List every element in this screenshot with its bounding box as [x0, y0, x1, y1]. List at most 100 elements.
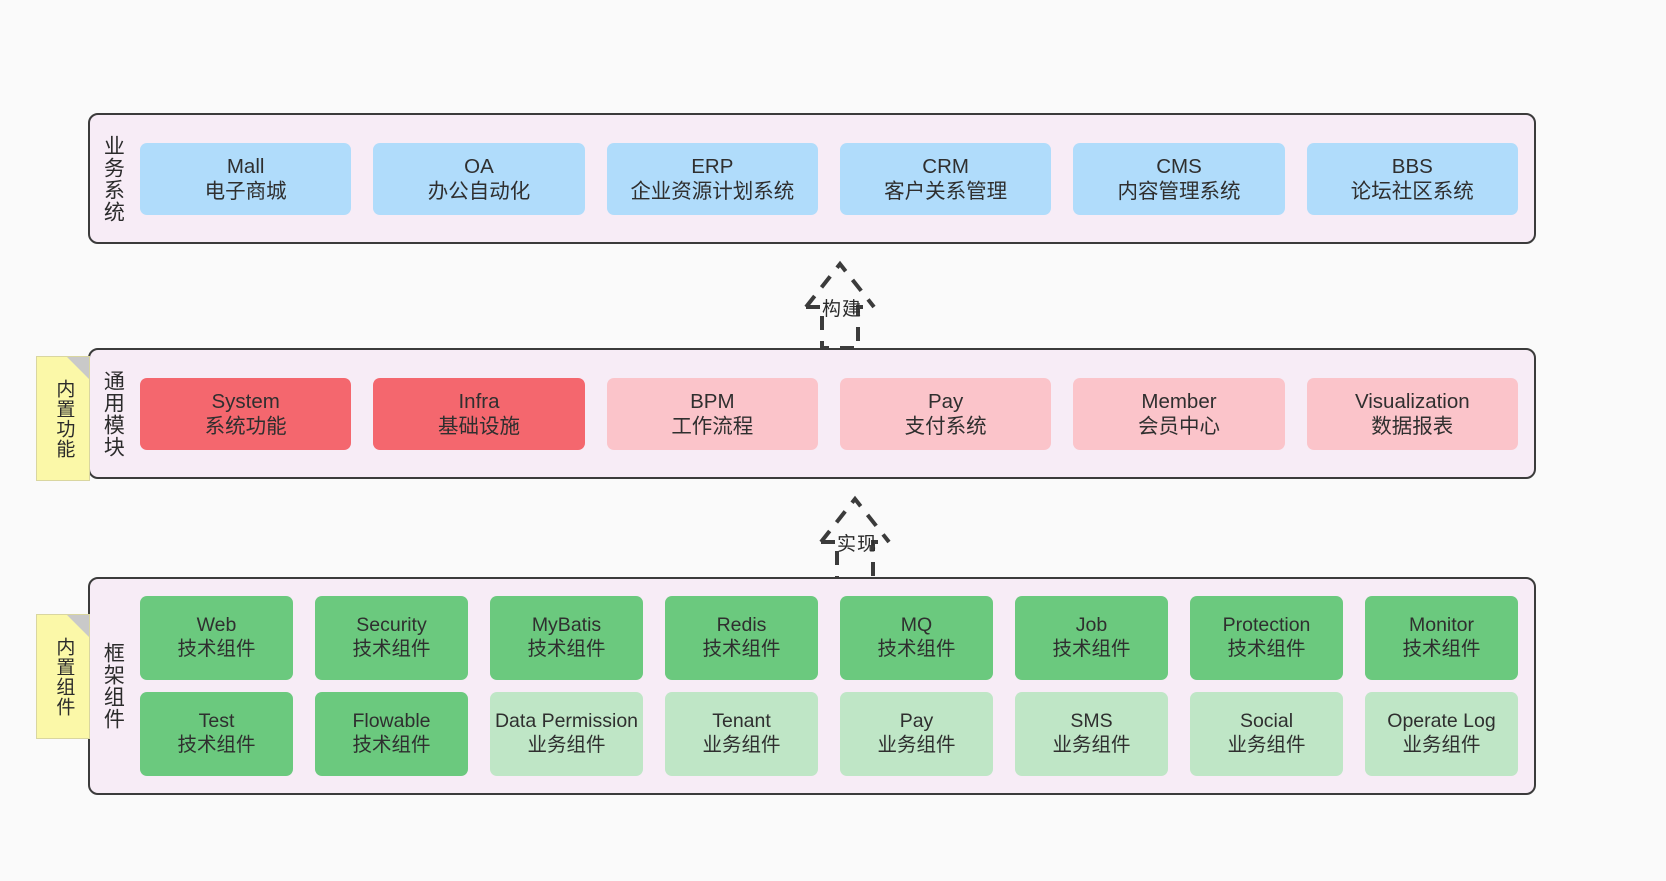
card-subtitle: 业务组件: [702, 734, 781, 756]
card-title: Tenant: [712, 710, 771, 733]
card-title: Member: [1141, 389, 1217, 413]
card-redis[interactable]: Redis 技术组件: [665, 596, 818, 680]
card-title: Visualization: [1354, 389, 1470, 413]
card-title: System: [211, 389, 280, 413]
card-title: Monitor: [1408, 614, 1475, 637]
layer-common-modules: 通用模块 System 系统功能 Infra 基础设施 BPM 工作流程 Pay…: [88, 348, 1536, 479]
card-row: Web 技术组件 Security 技术组件 MyBatis 技术组件 Redi…: [140, 596, 1518, 680]
card-title: CMS: [1156, 154, 1202, 178]
card-subtitle: 业务组件: [1052, 734, 1131, 756]
card-title: Test: [198, 710, 235, 733]
card-title: Job: [1075, 614, 1108, 637]
card-title: Mall: [226, 154, 265, 178]
layer-body-common-modules: System 系统功能 Infra 基础设施 BPM 工作流程 Pay 支付系统…: [134, 350, 1534, 477]
card-subtitle: 业务组件: [877, 734, 956, 756]
card-subtitle: 会员中心: [1137, 414, 1220, 438]
page-fold-icon: [67, 357, 89, 379]
card-bbs[interactable]: BBS 论坛社区系统: [1306, 142, 1518, 215]
card-job[interactable]: Job 技术组件: [1015, 596, 1168, 680]
card-operate-log[interactable]: Operate Log 业务组件: [1365, 692, 1518, 776]
card-title: Social: [1239, 710, 1294, 733]
card-crm[interactable]: CRM 客户关系管理: [839, 142, 1052, 215]
card-monitor[interactable]: Monitor 技术组件: [1365, 596, 1518, 680]
card-subtitle: 技术组件: [877, 638, 956, 660]
card-infra[interactable]: Infra 基础设施: [373, 377, 585, 450]
card-security[interactable]: Security 技术组件: [315, 596, 468, 680]
card-title: Data Permission: [494, 710, 639, 733]
card-pay-module[interactable]: Pay 支付系统: [839, 377, 1052, 450]
card-title: SMS: [1070, 710, 1113, 733]
card-subtitle: 办公自动化: [427, 179, 531, 203]
card-mall[interactable]: Mall 电子商城: [140, 142, 352, 215]
card-subtitle: 技术组件: [177, 734, 256, 756]
card-title: ERP: [691, 154, 734, 178]
card-subtitle: 电子商城: [204, 179, 287, 203]
card-subtitle: 业务组件: [1227, 734, 1306, 756]
card-cms[interactable]: CMS 内容管理系统: [1073, 142, 1285, 215]
card-subtitle: 系统功能: [204, 414, 287, 438]
card-social[interactable]: Social 业务组件: [1190, 692, 1343, 776]
card-tenant[interactable]: Tenant 业务组件: [665, 692, 818, 776]
card-title: Security: [356, 614, 427, 637]
card-oa[interactable]: OA 办公自动化: [373, 142, 585, 215]
card-subtitle: 数据报表: [1371, 414, 1454, 438]
card-title: Operate Log: [1387, 710, 1496, 733]
page-fold-icon: [67, 615, 89, 637]
arrow-implement-label: 实现: [837, 534, 878, 555]
card-subtitle: 内容管理系统: [1117, 179, 1241, 203]
card-sms[interactable]: SMS 业务组件: [1015, 692, 1168, 776]
layer-business-systems: 业务系统 Mall 电子商城 OA 办公自动化 ERP 企业资源计划系统 CRM…: [88, 113, 1536, 244]
card-title: BPM: [690, 389, 735, 413]
card-subtitle: 企业资源计划系统: [630, 179, 795, 203]
layer-body-business-systems: Mall 电子商城 OA 办公自动化 ERP 企业资源计划系统 CRM 客户关系…: [134, 115, 1534, 242]
layer-title-business-systems: 业务系统: [101, 134, 125, 223]
card-subtitle: 技术组件: [702, 638, 781, 660]
card-title: Redis: [716, 614, 767, 637]
card-data-permission[interactable]: Data Permission 业务组件: [490, 692, 643, 776]
card-title: Flowable: [352, 710, 431, 733]
card-visualization[interactable]: Visualization 数据报表: [1306, 377, 1518, 450]
card-system[interactable]: System 系统功能: [140, 377, 352, 450]
arrow-build-label: 构建: [822, 299, 863, 320]
card-title: Infra: [458, 389, 500, 413]
note-label: 内置组件: [53, 636, 75, 717]
card-subtitle: 支付系统: [904, 414, 987, 438]
card-row: Mall 电子商城 OA 办公自动化 ERP 企业资源计划系统 CRM 客户关系…: [140, 142, 1518, 215]
card-pay-component[interactable]: Pay 业务组件: [840, 692, 993, 776]
card-web[interactable]: Web 技术组件: [140, 596, 293, 680]
card-bpm[interactable]: BPM 工作流程: [606, 377, 818, 450]
card-subtitle: 技术组件: [177, 638, 256, 660]
card-title: Pay: [899, 710, 934, 733]
card-title: OA: [464, 154, 494, 178]
card-subtitle: 工作流程: [671, 414, 754, 438]
note-label: 内置功能: [53, 378, 75, 459]
card-title: MQ: [900, 614, 933, 637]
card-test[interactable]: Test 技术组件: [140, 692, 293, 776]
card-title: CRM: [922, 154, 969, 178]
card-protection[interactable]: Protection 技术组件: [1190, 596, 1343, 680]
card-title: BBS: [1391, 154, 1433, 178]
layer-body-framework-components: Web 技术组件 Security 技术组件 MyBatis 技术组件 Redi…: [134, 579, 1534, 793]
card-member[interactable]: Member 会员中心: [1073, 377, 1285, 450]
arrow-build: 构建: [760, 252, 920, 352]
card-flowable[interactable]: Flowable 技术组件: [315, 692, 468, 776]
card-subtitle: 论坛社区系统: [1350, 179, 1474, 203]
card-subtitle: 技术组件: [352, 734, 431, 756]
card-subtitle: 基础设施: [437, 414, 520, 438]
note-builtin-functions: 内置功能: [36, 356, 90, 481]
card-mybatis[interactable]: MyBatis 技术组件: [490, 596, 643, 680]
layer-framework-components: 框架组件 Web 技术组件 Security 技术组件 MyBatis 技术组件…: [88, 577, 1536, 795]
card-subtitle: 技术组件: [1052, 638, 1131, 660]
card-row: Test 技术组件 Flowable 技术组件 Data Permission …: [140, 692, 1518, 776]
card-mq[interactable]: MQ 技术组件: [840, 596, 993, 680]
card-subtitle: 技术组件: [527, 638, 606, 660]
card-subtitle: 客户关系管理: [884, 179, 1008, 203]
card-row: System 系统功能 Infra 基础设施 BPM 工作流程 Pay 支付系统…: [140, 377, 1518, 450]
card-subtitle: 业务组件: [1402, 734, 1481, 756]
card-subtitle: 技术组件: [352, 638, 431, 660]
note-builtin-components: 内置组件: [36, 614, 90, 739]
card-title: Web: [196, 614, 237, 637]
layer-title-framework-components: 框架组件: [101, 642, 125, 730]
card-erp[interactable]: ERP 企业资源计划系统: [606, 142, 818, 215]
